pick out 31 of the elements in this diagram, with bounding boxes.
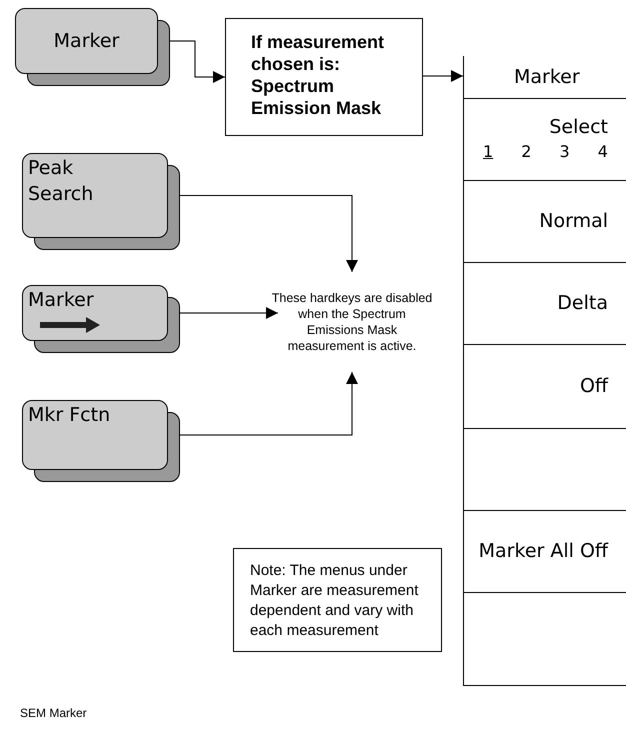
note-box <box>233 548 442 652</box>
note-text: Note: The menus under Marker are measurement dependent and vary with each measurement <box>250 562 418 639</box>
arrow <box>180 307 278 319</box>
softkey-label: Marker All Off <box>478 539 608 564</box>
menu-title: Marker <box>514 64 580 90</box>
hardkey <box>22 285 180 353</box>
figure-caption: SEM Marker <box>20 705 87 722</box>
softkey-label: Delta <box>557 291 608 316</box>
condition-box <box>225 18 423 136</box>
condition-text: If measurement chosen is: Spectrum Emission Mask <box>251 32 384 118</box>
arrow <box>170 40 226 83</box>
softkey-label: Off <box>580 374 608 400</box>
key-label: Peak Search <box>28 156 94 207</box>
hardkey <box>22 400 180 482</box>
softkey-label: Normal <box>539 209 608 234</box>
softkey-menu-panel <box>463 56 626 686</box>
hardkey <box>15 8 170 86</box>
annotation-text: These hardkeys are disabled when the Spectrum Emissions Mask measurement is active. <box>270 290 434 354</box>
softkey <box>464 592 626 686</box>
softkey-option: 1 <box>483 142 494 162</box>
arrow <box>180 372 358 436</box>
key-label: Marker <box>54 29 120 54</box>
arrow <box>180 195 358 272</box>
softkey-option: 4 <box>598 142 608 162</box>
softkey-option: 3 <box>560 142 570 162</box>
softkey-option: 2 <box>521 142 532 162</box>
key-label: Mkr Fctn <box>28 403 110 428</box>
key-label: Marker <box>28 288 94 313</box>
softkey-label: Select <box>549 115 608 140</box>
arrow <box>422 70 464 82</box>
hardkey <box>22 153 180 250</box>
